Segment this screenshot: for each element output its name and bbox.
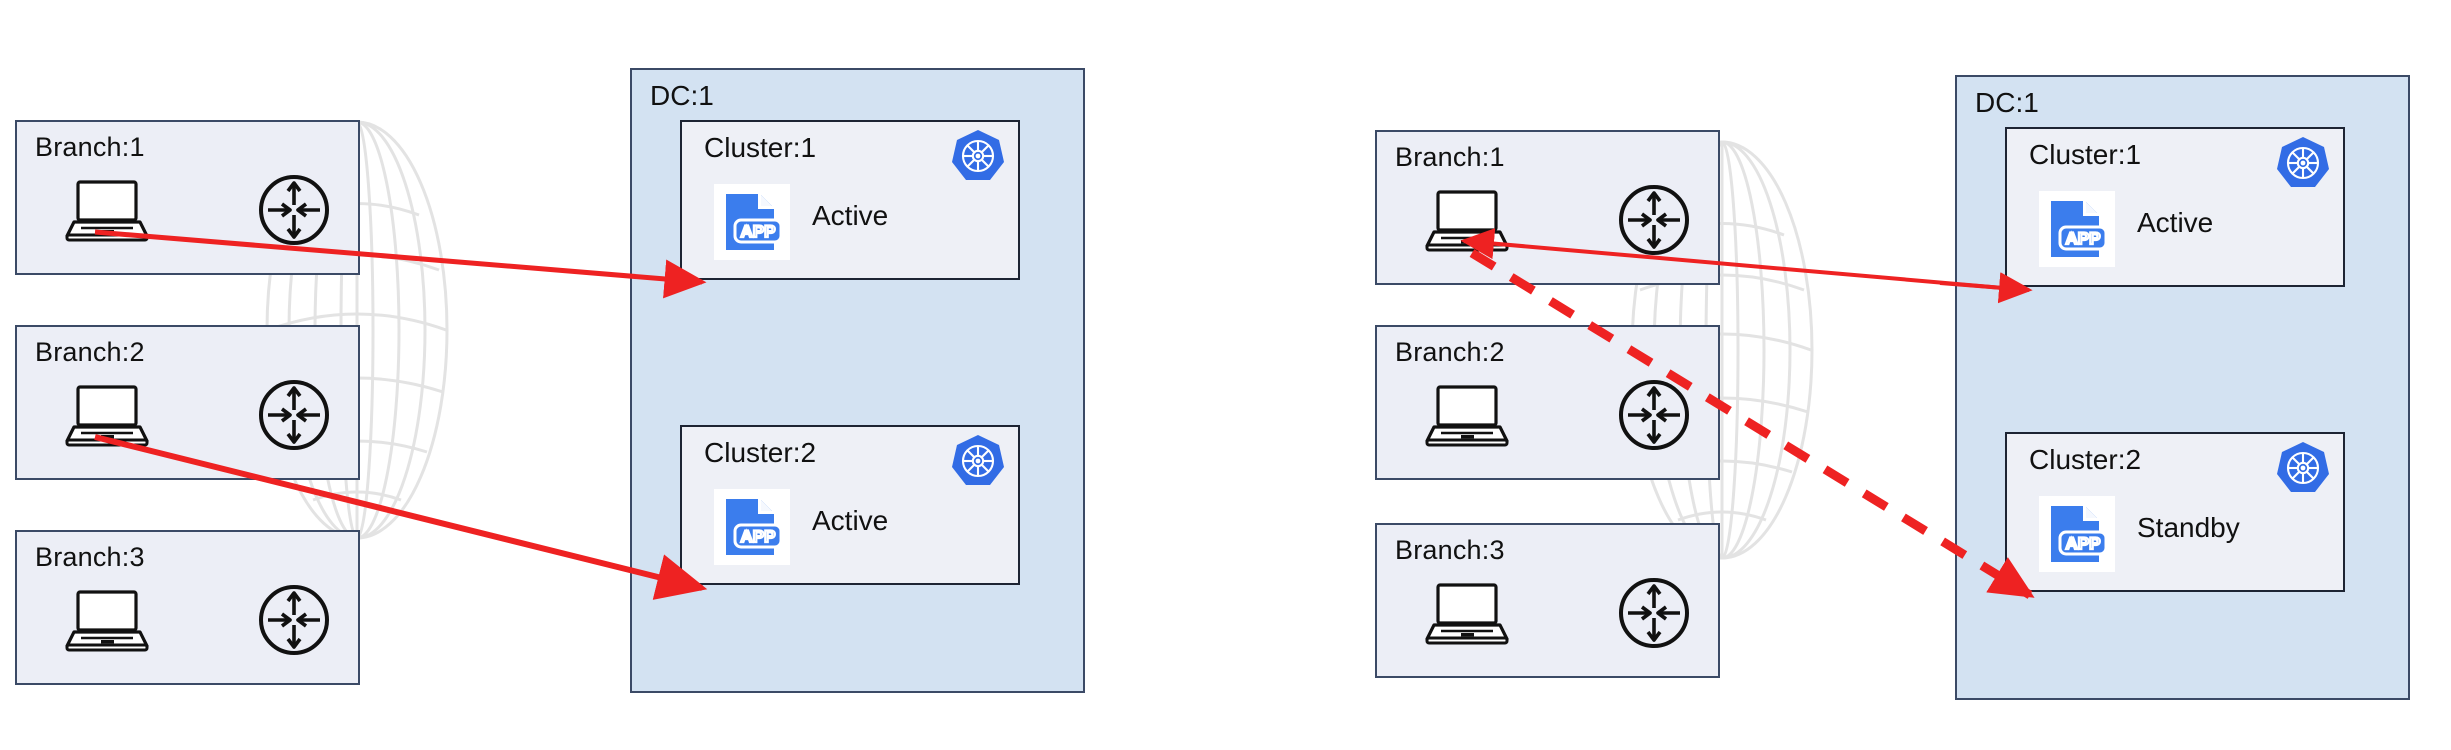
diagram-left-scenario: Branch:1 Branch:2 (15, 68, 1085, 693)
diagram-right-scenario: Branch:1 Branch:2 (1240, 0, 2451, 750)
branch-box[interactable]: Branch:3 (15, 530, 360, 685)
svg-text:APP: APP (741, 527, 776, 546)
kubernetes-icon (2277, 442, 2329, 492)
branch-label: Branch:1 (35, 132, 145, 162)
kubernetes-icon (2277, 137, 2329, 187)
branch-box[interactable]: Branch:2 (15, 325, 360, 480)
dc-label: DC:1 (1975, 87, 2039, 118)
cluster-label: Cluster:2 (2029, 444, 2142, 475)
laptop-icon (1425, 385, 1509, 447)
branch-box[interactable]: Branch:1 (15, 120, 360, 275)
laptop-icon (65, 385, 149, 447)
router-icon (1619, 380, 1689, 450)
cluster-box[interactable]: Cluster:2 (680, 425, 1020, 585)
svg-text:APP: APP (741, 222, 776, 241)
branch-label: Branch:2 (35, 337, 145, 367)
branch-box[interactable]: Branch:2 (1375, 325, 1720, 480)
branch-box[interactable]: Branch:3 (1375, 523, 1720, 678)
router-icon (1619, 578, 1689, 648)
svg-text:APP: APP (2066, 534, 2101, 553)
router-icon (259, 380, 329, 450)
dc-box[interactable]: DC:1 Cluster:1 (1955, 75, 2410, 700)
dc-label: DC:1 (650, 80, 714, 111)
laptop-icon (65, 590, 149, 652)
app-state-label: Standby (2137, 512, 2240, 543)
kubernetes-icon (952, 130, 1004, 180)
app-icon: APP (714, 489, 790, 565)
app-icon: APP (2039, 496, 2115, 572)
app-state-label: Active (812, 505, 889, 536)
router-icon (1619, 185, 1689, 255)
cluster-label: Cluster:1 (2029, 139, 2142, 170)
router-icon (259, 585, 329, 655)
cluster-box[interactable]: Cluster:1 (680, 120, 1020, 280)
cluster-label: Cluster:1 (704, 132, 817, 163)
laptop-icon (65, 180, 149, 242)
kubernetes-icon (952, 435, 1004, 485)
cluster-box[interactable]: Cluster:2 (2005, 432, 2345, 592)
laptop-icon (1425, 190, 1509, 252)
branch-label: Branch:3 (35, 542, 145, 572)
cluster-label: Cluster:2 (704, 437, 817, 468)
branch-label: Branch:2 (1395, 337, 1505, 367)
app-icon: APP (2039, 191, 2115, 267)
app-state-label: Active (2137, 207, 2214, 238)
router-icon (259, 175, 329, 245)
svg-text:APP: APP (2066, 229, 2101, 248)
laptop-icon (1425, 583, 1509, 645)
branch-label: Branch:3 (1395, 535, 1505, 565)
branch-box[interactable]: Branch:1 (1375, 130, 1720, 285)
branch-label: Branch:1 (1395, 142, 1505, 172)
app-state-label: Active (812, 200, 889, 231)
app-icon: APP (714, 184, 790, 260)
cluster-box[interactable]: Cluster:1 (2005, 127, 2345, 287)
dc-box[interactable]: DC:1 Cluster:1 (630, 68, 1085, 693)
